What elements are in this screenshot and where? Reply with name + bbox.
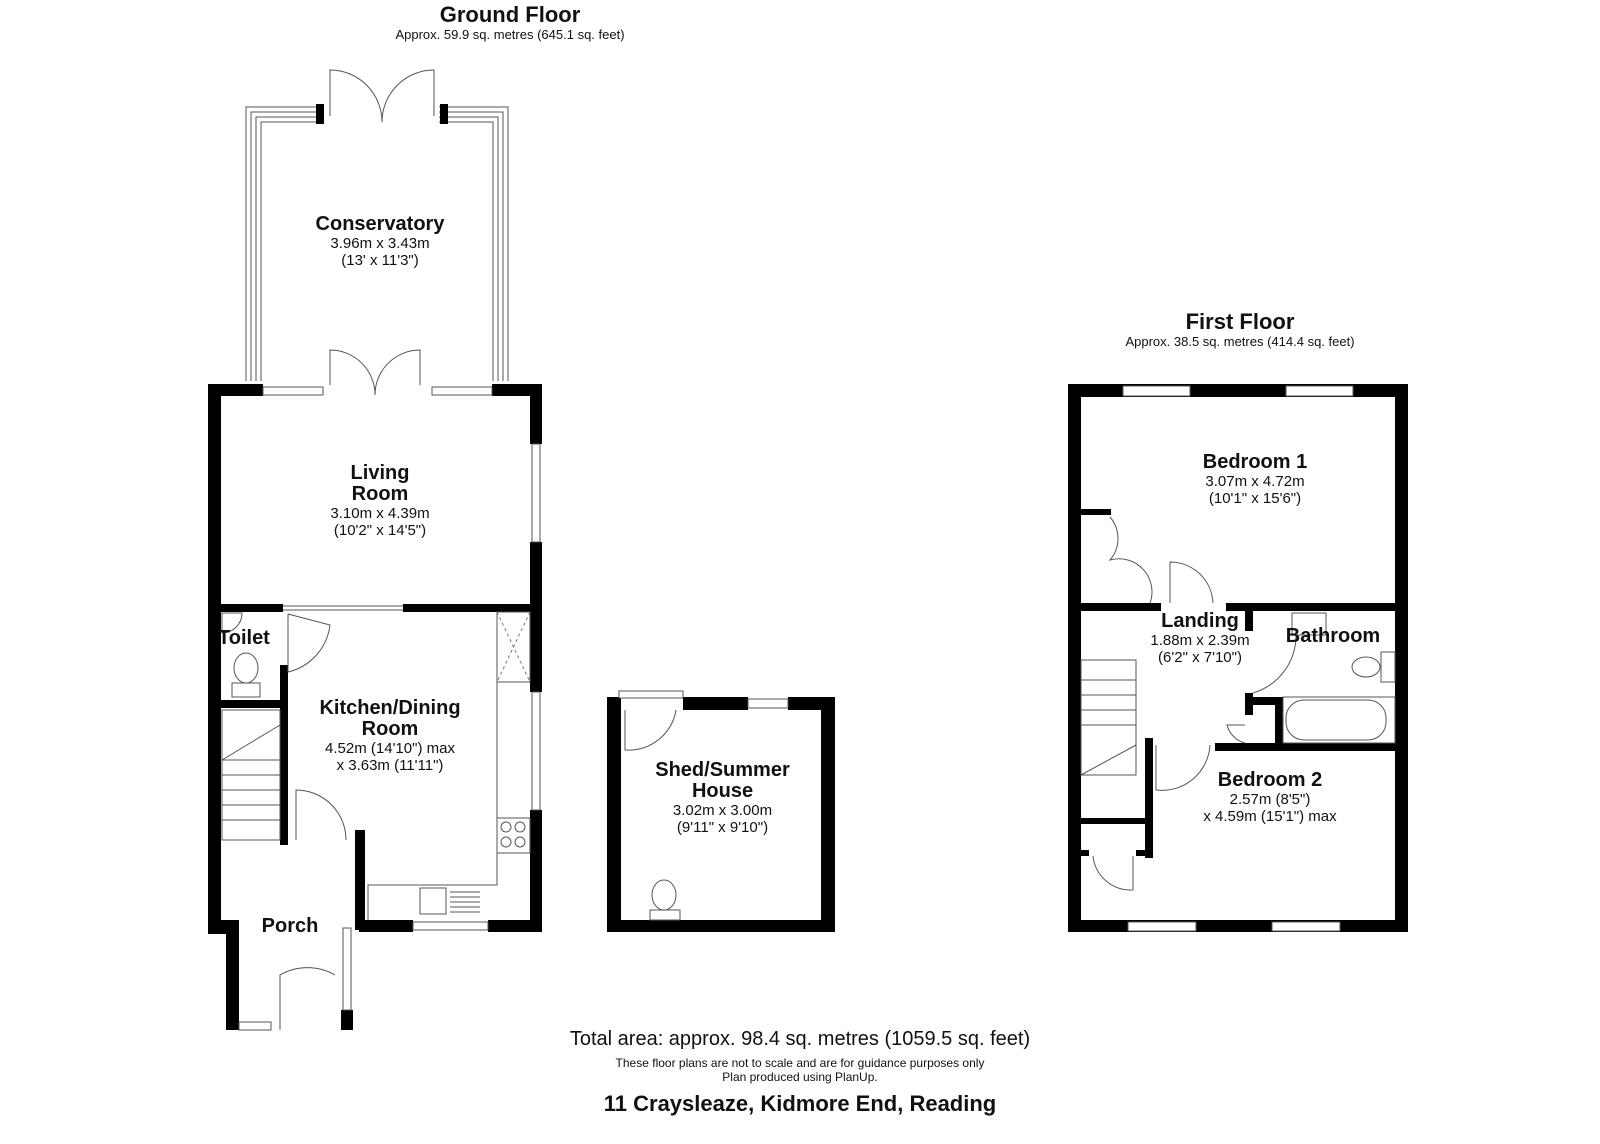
first-floor-plan xyxy=(1068,384,1408,932)
property-address: 11 Craysleaze, Kidmore End, Reading xyxy=(603,1091,997,1116)
room-conservatory: Conservatory 3.96m x 3.43m (13' x 11'3") xyxy=(315,213,445,270)
ground-floor-windows xyxy=(238,349,541,1031)
room-bathroom: Bathroom xyxy=(1285,625,1381,647)
footer: Total area: approx. 98.4 sq. metres (105… xyxy=(500,1028,1100,1116)
room-kitchen-dining: Kitchen/Dining Room 4.52m (14'10") max x… xyxy=(319,697,461,775)
ground-floor-walls xyxy=(208,384,542,1030)
disclaimer: These floor plans are not to scale and a… xyxy=(615,1056,985,1070)
first-floor-area: Approx. 38.5 sq. metres (414.4 sq. feet) xyxy=(1125,334,1355,349)
first-floor-title: First Floor xyxy=(1185,309,1295,334)
ground-floor-fixtures xyxy=(221,611,531,1030)
total-area: Total area: approx. 98.4 sq. metres (105… xyxy=(569,1028,1031,1050)
first-floor-heading: First Floor Approx. 38.5 sq. metres (414… xyxy=(1080,309,1400,350)
conservatory-frame xyxy=(245,69,509,381)
ground-floor-title: Ground Floor xyxy=(439,2,581,27)
shed-plan xyxy=(607,690,835,932)
room-landing: Landing 1.88m x 2.39m (6'2" x 7'10") xyxy=(1150,610,1250,667)
produced-by: Plan produced using PlanUp. xyxy=(722,1070,878,1084)
room-porch: Porch xyxy=(261,915,319,937)
room-bedroom-1: Bedroom 1 3.07m x 4.72m (10'1" x 15'6") xyxy=(1202,451,1308,508)
room-toilet: Toilet xyxy=(218,627,270,649)
ground-floor-area: Approx. 59.9 sq. metres (645.1 sq. feet) xyxy=(395,27,625,42)
room-living-room: Living Room 3.10m x 4.39m (10'2" x 14'5"… xyxy=(330,462,430,540)
room-shed-summer-house: Shed/Summer House 3.02m x 3.00m (9'11" x… xyxy=(655,759,790,837)
room-bedroom-2: Bedroom 2 2.57m (8'5") x 4.59m (15'1") m… xyxy=(1203,769,1337,826)
ground-floor-plan xyxy=(208,69,542,1031)
ground-floor-heading: Ground Floor Approx. 59.9 sq. metres (64… xyxy=(370,2,650,43)
